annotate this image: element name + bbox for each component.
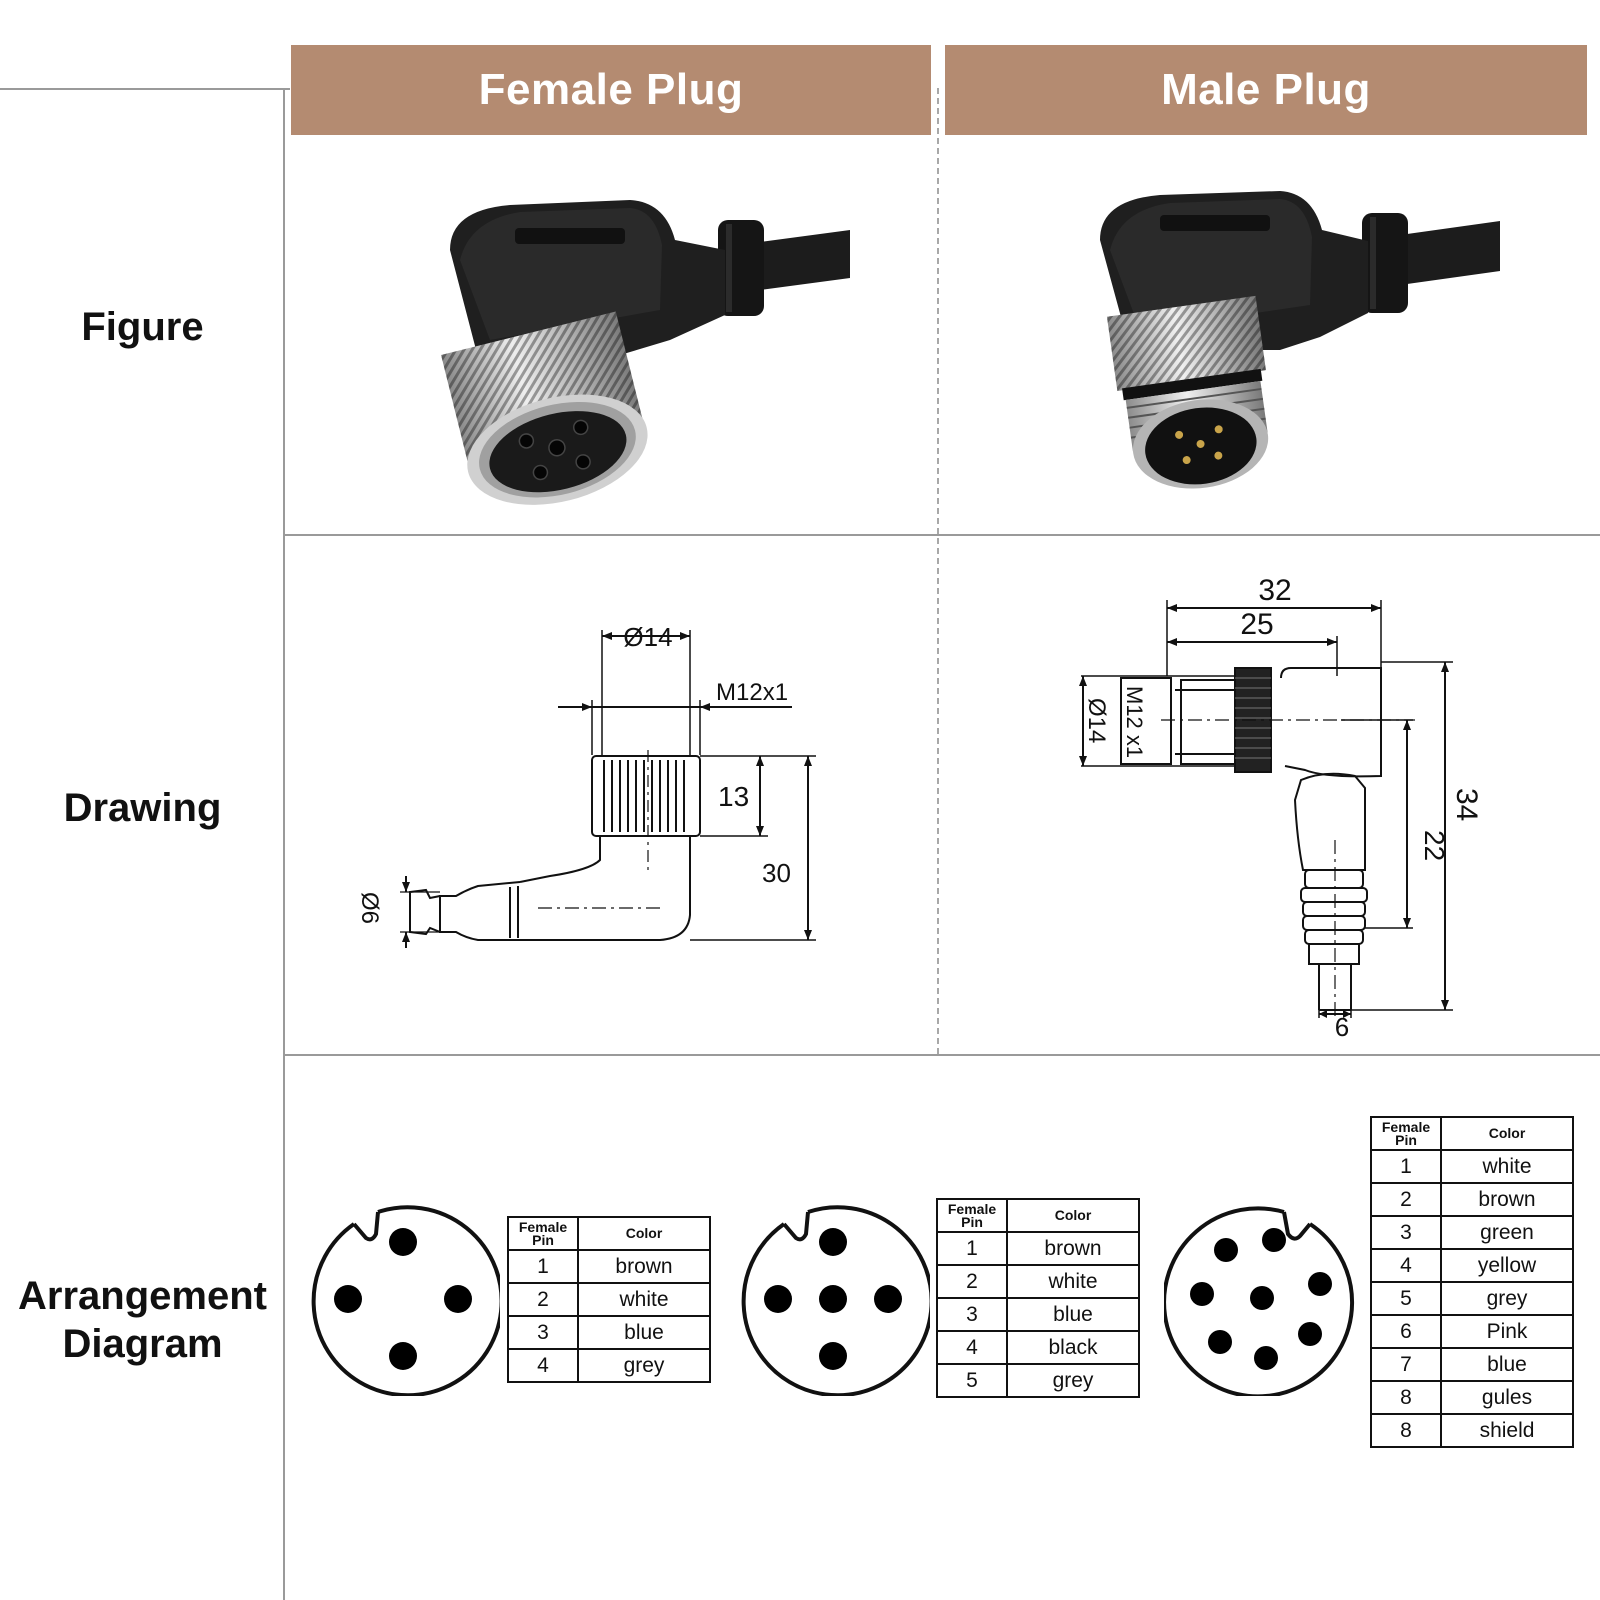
male-dim-thread: M12 x1 bbox=[1122, 686, 1147, 758]
female-plug-drawing: Ø14 M12x1 Ø6 13 30 bbox=[356, 622, 816, 948]
female-dim-diameter: Ø14 bbox=[623, 622, 672, 652]
female-dim-13: 13 bbox=[718, 781, 749, 812]
male-dim-diameter: Ø14 bbox=[1083, 698, 1110, 743]
drawing-row-label: Drawing bbox=[63, 786, 222, 830]
row-divider-2 bbox=[283, 1054, 1600, 1056]
male-dim-cable: 6 bbox=[1335, 1012, 1349, 1042]
pin-face-4pin bbox=[311, 1205, 500, 1396]
male-plug-drawing: 32 25 Ø14 M12 x1 34 bbox=[1079, 574, 1483, 1042]
male-plug-header: Male Plug bbox=[945, 45, 1587, 135]
row-divider-1 bbox=[283, 534, 1600, 536]
female-plug-photo bbox=[441, 200, 850, 505]
top-left-rule bbox=[0, 88, 290, 90]
female-dim-cable: Ø6 bbox=[356, 892, 383, 924]
male-dim-25: 25 bbox=[1240, 608, 1273, 641]
pin-face-5pin bbox=[741, 1205, 930, 1396]
female-dim-thread: M12x1 bbox=[716, 679, 788, 706]
pin-face-8pin bbox=[1164, 1206, 1354, 1396]
female-plug-header: Female Plug bbox=[291, 45, 931, 135]
arrangement-label-line2: Diagram bbox=[62, 1322, 223, 1366]
label-column-divider bbox=[283, 88, 285, 1600]
color-header: Color bbox=[1440, 1116, 1574, 1151]
male-dim-22: 22 bbox=[1419, 830, 1450, 861]
arrangement-row-label: Arrangement Diagram bbox=[0, 1272, 285, 1368]
figure-row-label: Figure bbox=[81, 305, 204, 349]
column-divider-dashed bbox=[937, 88, 939, 1054]
female-dim-30: 30 bbox=[762, 858, 791, 888]
color-header: Color bbox=[1006, 1198, 1140, 1233]
arrangement-label-line1: Arrangement bbox=[18, 1274, 267, 1318]
male-dim-32: 32 bbox=[1258, 574, 1291, 607]
male-plug-photo bbox=[1100, 191, 1500, 489]
male-dim-34: 34 bbox=[1450, 788, 1483, 821]
color-header: Color bbox=[577, 1216, 711, 1251]
